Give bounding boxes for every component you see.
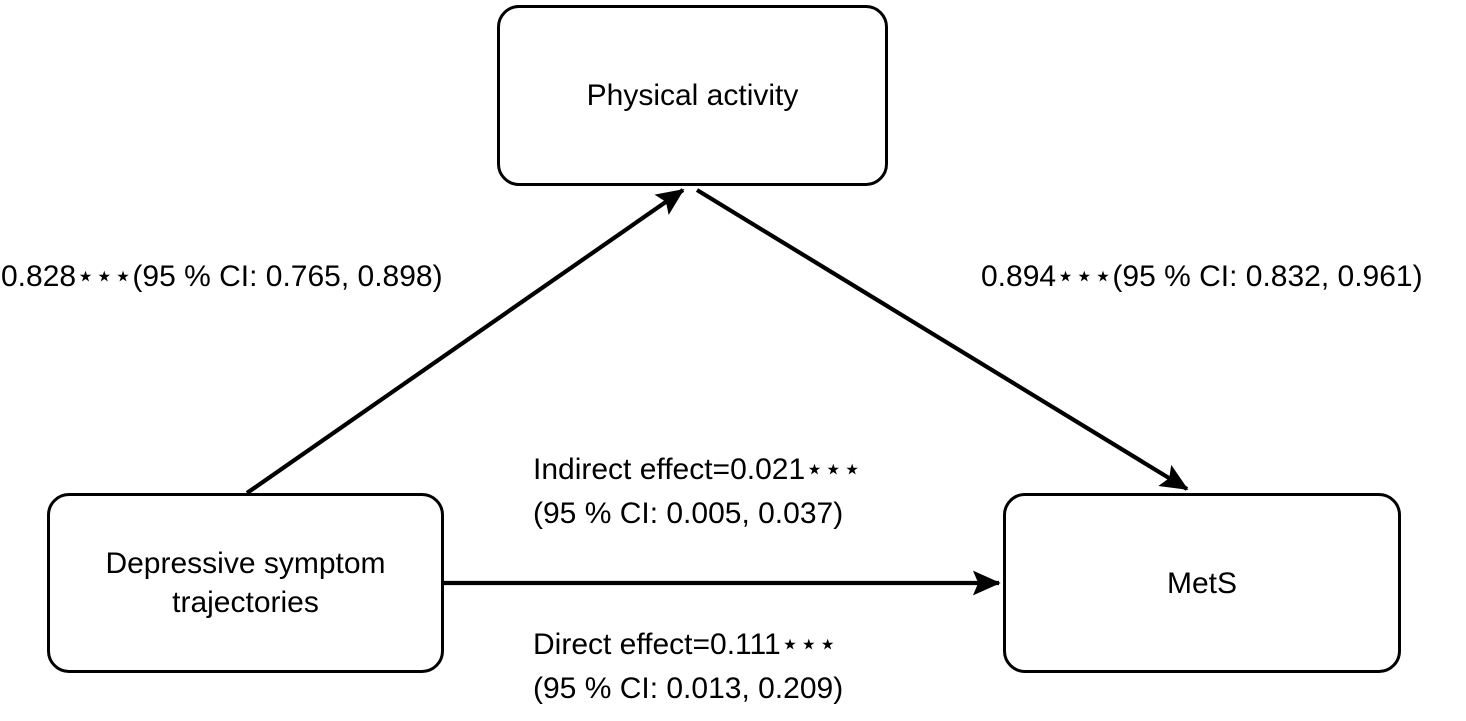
edge-b-path-line [695, 188, 1189, 491]
edge-label-direct-effect: Direct effect=0.111⋆⋆⋆ (95 % CI: 0.013, … [533, 628, 844, 706]
edge-a-path-line [245, 188, 685, 495]
node-depressive-symptom-trajectories[interactable]: Depressive symptom trajectories [47, 493, 444, 673]
edge-label-b-path: 0.894⋆⋆⋆(95 % CI: 0.832, 0.961) [981, 260, 1423, 293]
node-physical-activity-label: Physical activity [586, 79, 799, 112]
node-physical-activity[interactable]: Physical activity [497, 5, 888, 186]
edge-label-a-path: 0.828⋆⋆⋆(95 % CI: 0.765, 0.898) [1, 260, 443, 293]
node-mets-label: MetS [1166, 566, 1238, 600]
node-mets[interactable]: MetS [1003, 493, 1401, 673]
node-depressive-symptom-trajectories-label: Depressive symptom trajectories [105, 547, 386, 619]
edge-label-indirect-effect: Indirect effect=0.021⋆⋆⋆ (95 % CI: 0.005… [533, 453, 862, 531]
